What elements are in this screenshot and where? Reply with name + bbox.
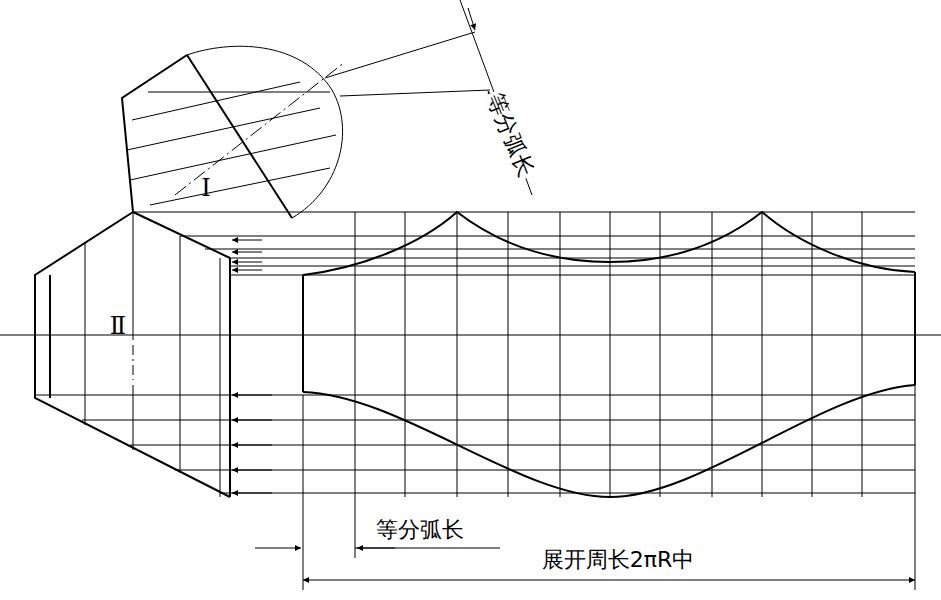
dimension-label: 等分弧长 xyxy=(482,88,539,182)
dimension-label: 等分弧长 xyxy=(374,518,466,542)
part-number: Ⅰ xyxy=(199,175,212,201)
part-number: Ⅱ xyxy=(108,313,128,339)
dimension-label: 展开周长2πR中 xyxy=(540,548,697,572)
